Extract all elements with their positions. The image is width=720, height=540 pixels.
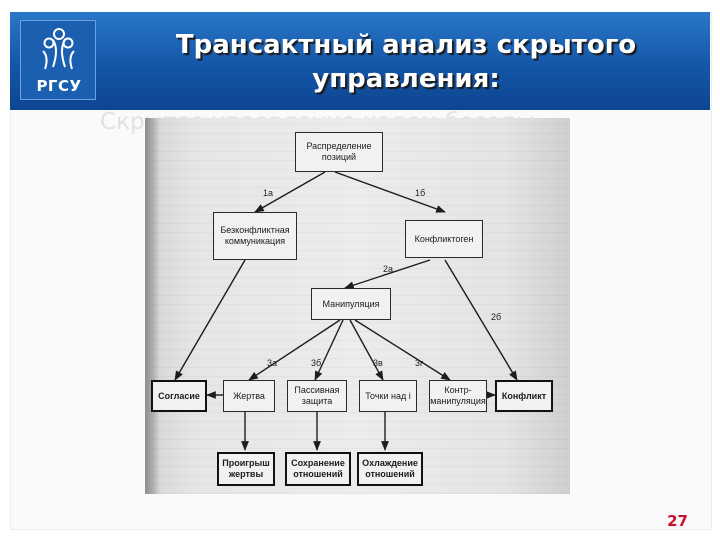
edge-label-3a: 3а bbox=[267, 358, 278, 368]
node-agreement: Согласие bbox=[151, 380, 207, 412]
edge-2a bbox=[344, 259, 431, 289]
node-countermanip: Контр-манипуляция bbox=[429, 380, 487, 412]
edge-1b bbox=[334, 171, 446, 213]
node-cool-relations: Охлаждение отношений bbox=[357, 452, 423, 486]
edge-label-2b: 2б bbox=[491, 312, 502, 322]
edge-label-3b: 3б bbox=[311, 358, 322, 368]
edge-3a bbox=[248, 319, 341, 381]
edge-label-2a: 2а bbox=[383, 264, 394, 274]
edge-1a bbox=[254, 171, 326, 213]
node-manipulation: Манипуляция bbox=[311, 288, 391, 320]
node-dots: Точки над i bbox=[359, 380, 417, 412]
node-conflictless: Безконфликтная коммуникация bbox=[213, 212, 297, 260]
node-conflict: Конфликт bbox=[495, 380, 553, 412]
edge-label-3g: 3г bbox=[415, 358, 424, 368]
edge-label-1a: 1а bbox=[263, 188, 274, 198]
slide-title: Трансактный анализ скрытого управления: bbox=[175, 30, 637, 94]
page-number: 27 bbox=[667, 512, 688, 530]
node-passive: Пассивная защита bbox=[287, 380, 347, 412]
edge-label-3v: 3в bbox=[373, 358, 383, 368]
edge-2b bbox=[444, 259, 518, 381]
node-victim-loss: Проигрыш жертвы bbox=[217, 452, 275, 486]
node-root: Распределение позиций bbox=[295, 132, 383, 172]
diagram-connectors bbox=[174, 171, 518, 451]
edge-label-1b: 1б bbox=[415, 188, 426, 198]
edge-3g bbox=[354, 319, 451, 381]
edge-3b bbox=[314, 319, 344, 381]
node-keep-relations: Сохранение отношений bbox=[285, 452, 351, 486]
people-emblem-icon bbox=[42, 28, 75, 70]
rgsu-logo: РГСУ bbox=[20, 20, 96, 100]
edge-conflictless-agreement bbox=[174, 259, 246, 381]
scanned-diagram: Распределение позиций Безконфликтная ком… bbox=[145, 118, 570, 494]
logo-text: РГСУ bbox=[36, 77, 82, 95]
edge-3v bbox=[349, 319, 384, 381]
header-banner bbox=[10, 12, 710, 110]
node-victim: Жертва bbox=[223, 380, 275, 412]
node-conflictogen: Конфликтоген bbox=[405, 220, 483, 258]
